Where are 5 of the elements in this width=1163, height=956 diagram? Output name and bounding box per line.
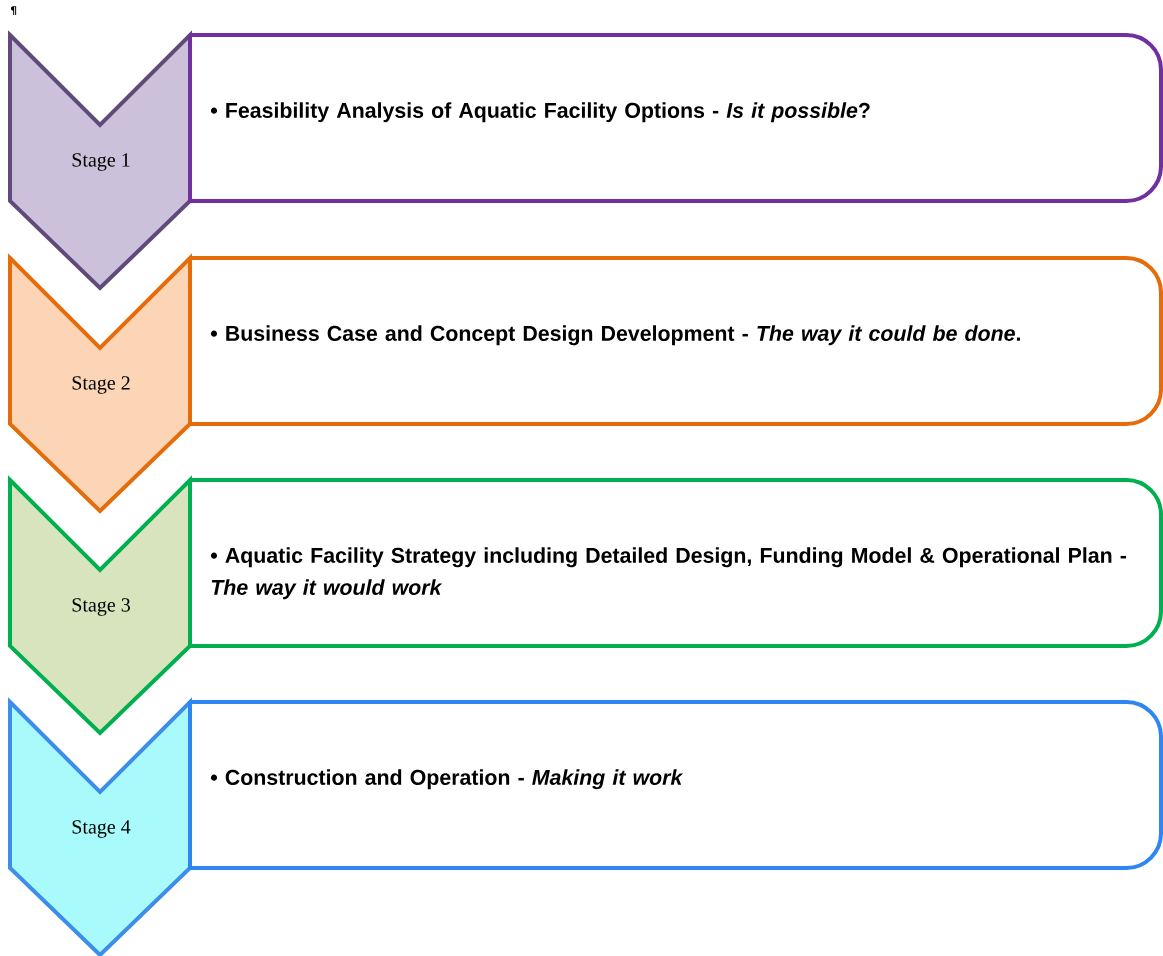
stage-box: • Business Case and Concept Design Development - The way it could be done. — [188, 256, 1163, 426]
stage-box: • Aquatic Facility Strategy including Detailed Design, Funding Model & Operational Plan - The way it would work — [188, 478, 1163, 648]
pilcrow-mark: ¶ — [10, 6, 17, 16]
stage-box: • Feasibility Analysis of Aquatic Facility Options - Is it possible? — [188, 33, 1163, 203]
stage-box: • Construction and Operation - Making it work — [188, 700, 1163, 870]
